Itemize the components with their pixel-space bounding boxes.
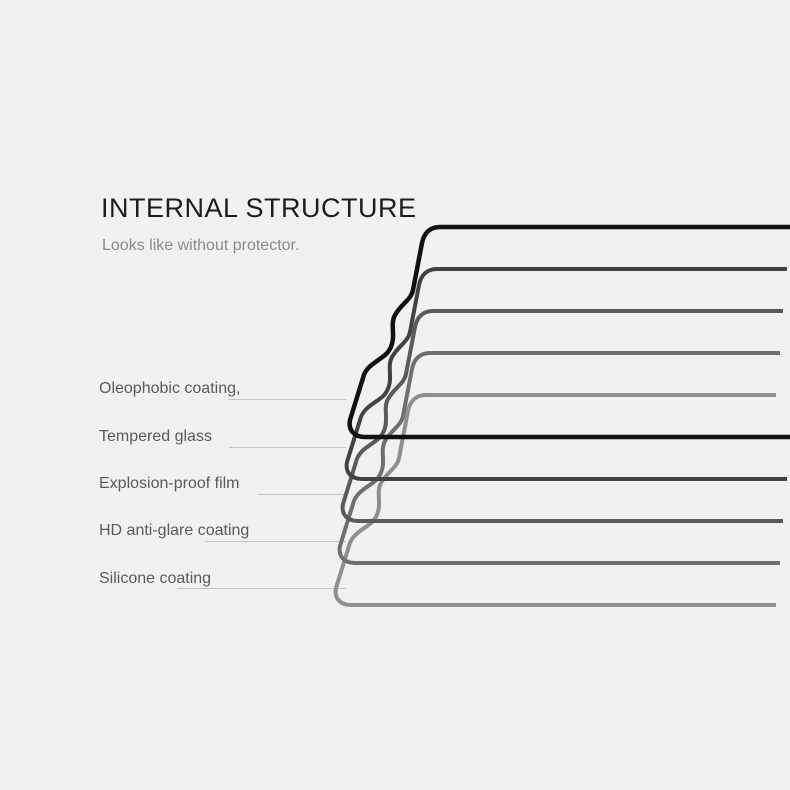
leader-line-tempered-glass — [229, 447, 346, 448]
layer-frame-silicone — [333, 393, 778, 607]
page-subtitle: Looks like without protector. — [102, 237, 300, 254]
layer-label-hd-anti-glare: HD anti-glare coating — [99, 522, 250, 539]
leader-line-silicone — [177, 588, 346, 589]
layer-label-explosion-proof: Explosion-proof film — [99, 475, 240, 492]
leader-line-hd-anti-glare — [205, 541, 346, 542]
layer-label-tempered-glass: Tempered glass — [99, 428, 212, 445]
page-title: INTERNAL STRUCTURE — [101, 193, 417, 223]
layer-label-oleophobic: Oleophobic coating, — [99, 380, 241, 397]
leader-line-explosion-proof — [258, 494, 346, 495]
layer-frame-hd-anti-glare — [337, 351, 782, 565]
layer-label-silicone: Silicone coating — [99, 570, 212, 587]
leader-line-oleophobic — [228, 399, 346, 400]
